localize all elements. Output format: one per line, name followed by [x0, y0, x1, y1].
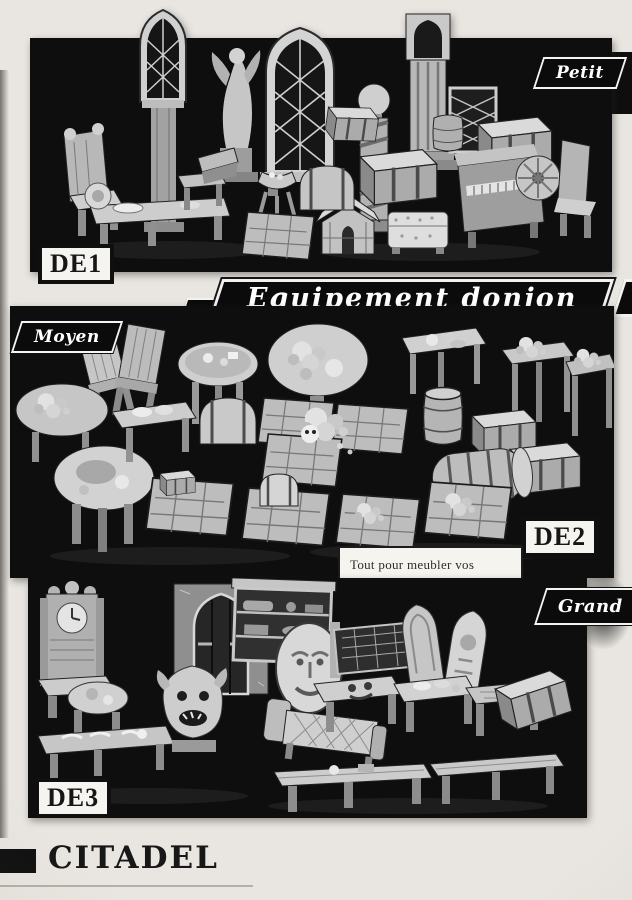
flagstone-tile — [241, 211, 315, 261]
code-box-de1: DE1 — [38, 244, 115, 284]
photo-de1 — [30, 8, 612, 272]
brand-square-mark — [0, 849, 36, 873]
square-table — [401, 327, 487, 397]
bed — [263, 698, 388, 774]
long-bench-1 — [273, 763, 433, 812]
dome-chest — [299, 165, 355, 211]
ornate-casket — [387, 211, 449, 254]
size-tag-grand-label: Grand — [558, 596, 623, 617]
dome-chest — [199, 397, 257, 445]
round-table-1 — [177, 341, 259, 432]
loot-tile-2 — [241, 473, 331, 547]
code-box-de2: DE2 — [521, 516, 600, 558]
barrel-upright — [422, 386, 464, 446]
long-bench-2 — [429, 753, 565, 804]
loot-tile-3 — [335, 493, 421, 550]
size-tag-moyen: Moyen — [9, 320, 125, 354]
title-banner-end — [611, 279, 632, 317]
photo-de3 — [28, 578, 587, 818]
caption-line-1: Tout pour meubler vos — [350, 557, 475, 572]
keg — [432, 114, 464, 152]
size-tag-petit: Petit — [531, 56, 629, 90]
brand-underline — [0, 885, 253, 887]
coffin-lids — [402, 604, 487, 698]
size-tag-moyen-label: Moyen — [34, 327, 100, 347]
gargoyle-table — [313, 675, 403, 732]
small-table-right — [501, 337, 575, 422]
photo-de2 — [10, 306, 614, 578]
rect-table-plates — [111, 401, 197, 462]
brand-logo: CITADEL — [48, 840, 219, 876]
gargoyle-bust — [156, 665, 228, 752]
tray-chair — [67, 681, 129, 746]
scan-gutter-shadow — [0, 70, 9, 838]
code-box-de3: DE3 — [35, 778, 112, 818]
size-tag-grand: Grand — [532, 587, 632, 626]
sloped-desk — [197, 147, 239, 184]
spinning-wheel-chair — [515, 139, 596, 238]
size-tag-petit-label: Petit — [556, 63, 604, 83]
skeleton-bench — [37, 725, 175, 780]
plates-table — [393, 675, 477, 732]
loot-tile-4 — [423, 481, 513, 541]
corner-table — [565, 348, 614, 436]
oval-table-left — [15, 383, 109, 462]
treasure-tiles — [257, 397, 409, 488]
long-chest — [358, 147, 439, 207]
